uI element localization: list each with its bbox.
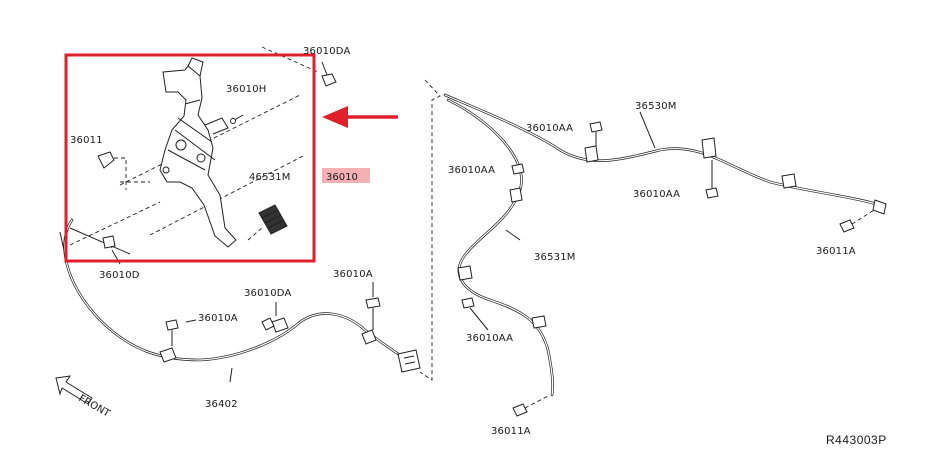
label-36010a-left: 36010A (198, 313, 238, 324)
pedal-assembly (59, 46, 319, 256)
diagram-id: R443003P (826, 433, 887, 447)
label-36011a-right: 36011A (816, 246, 856, 257)
nut-36010da-top (321, 61, 337, 87)
label-36010a-mid: 36010A (333, 269, 373, 280)
rear-cables (443, 93, 887, 417)
label-36010aa-left: 36010AA (448, 165, 495, 176)
highlight-arrow (322, 106, 398, 128)
label-highlight (322, 168, 370, 183)
highlight-frame (64, 53, 316, 263)
label-36011a-bottom: 36011A (491, 426, 531, 437)
label-36531m: 36531M (534, 252, 576, 263)
label-36402: 36402 (205, 399, 238, 410)
label-36010-main: 36010 (326, 172, 358, 183)
assembly-divider (419, 79, 441, 381)
label-46531m: 46531M (249, 172, 291, 183)
part-labels: 36010DA 36010H 36011 46531M 36010 36010D… (70, 46, 887, 447)
label-36010aa-bottom: 36010AA (466, 333, 513, 344)
label-36011: 36011 (70, 135, 103, 146)
label-36010da-top: 36010DA (303, 46, 351, 57)
label-36010aa-top: 36010AA (526, 123, 573, 134)
front-cable-36402 (63, 218, 421, 383)
label-36010d: 36010D (99, 270, 140, 281)
label-36010h: 36010H (226, 84, 267, 95)
label-36010da-mid: 36010DA (244, 288, 292, 299)
front-arrow-icon (55, 375, 93, 405)
label-front: FRONT (77, 393, 113, 420)
label-36530m: 36530M (635, 101, 677, 112)
label-36010aa-right: 36010AA (633, 189, 680, 200)
